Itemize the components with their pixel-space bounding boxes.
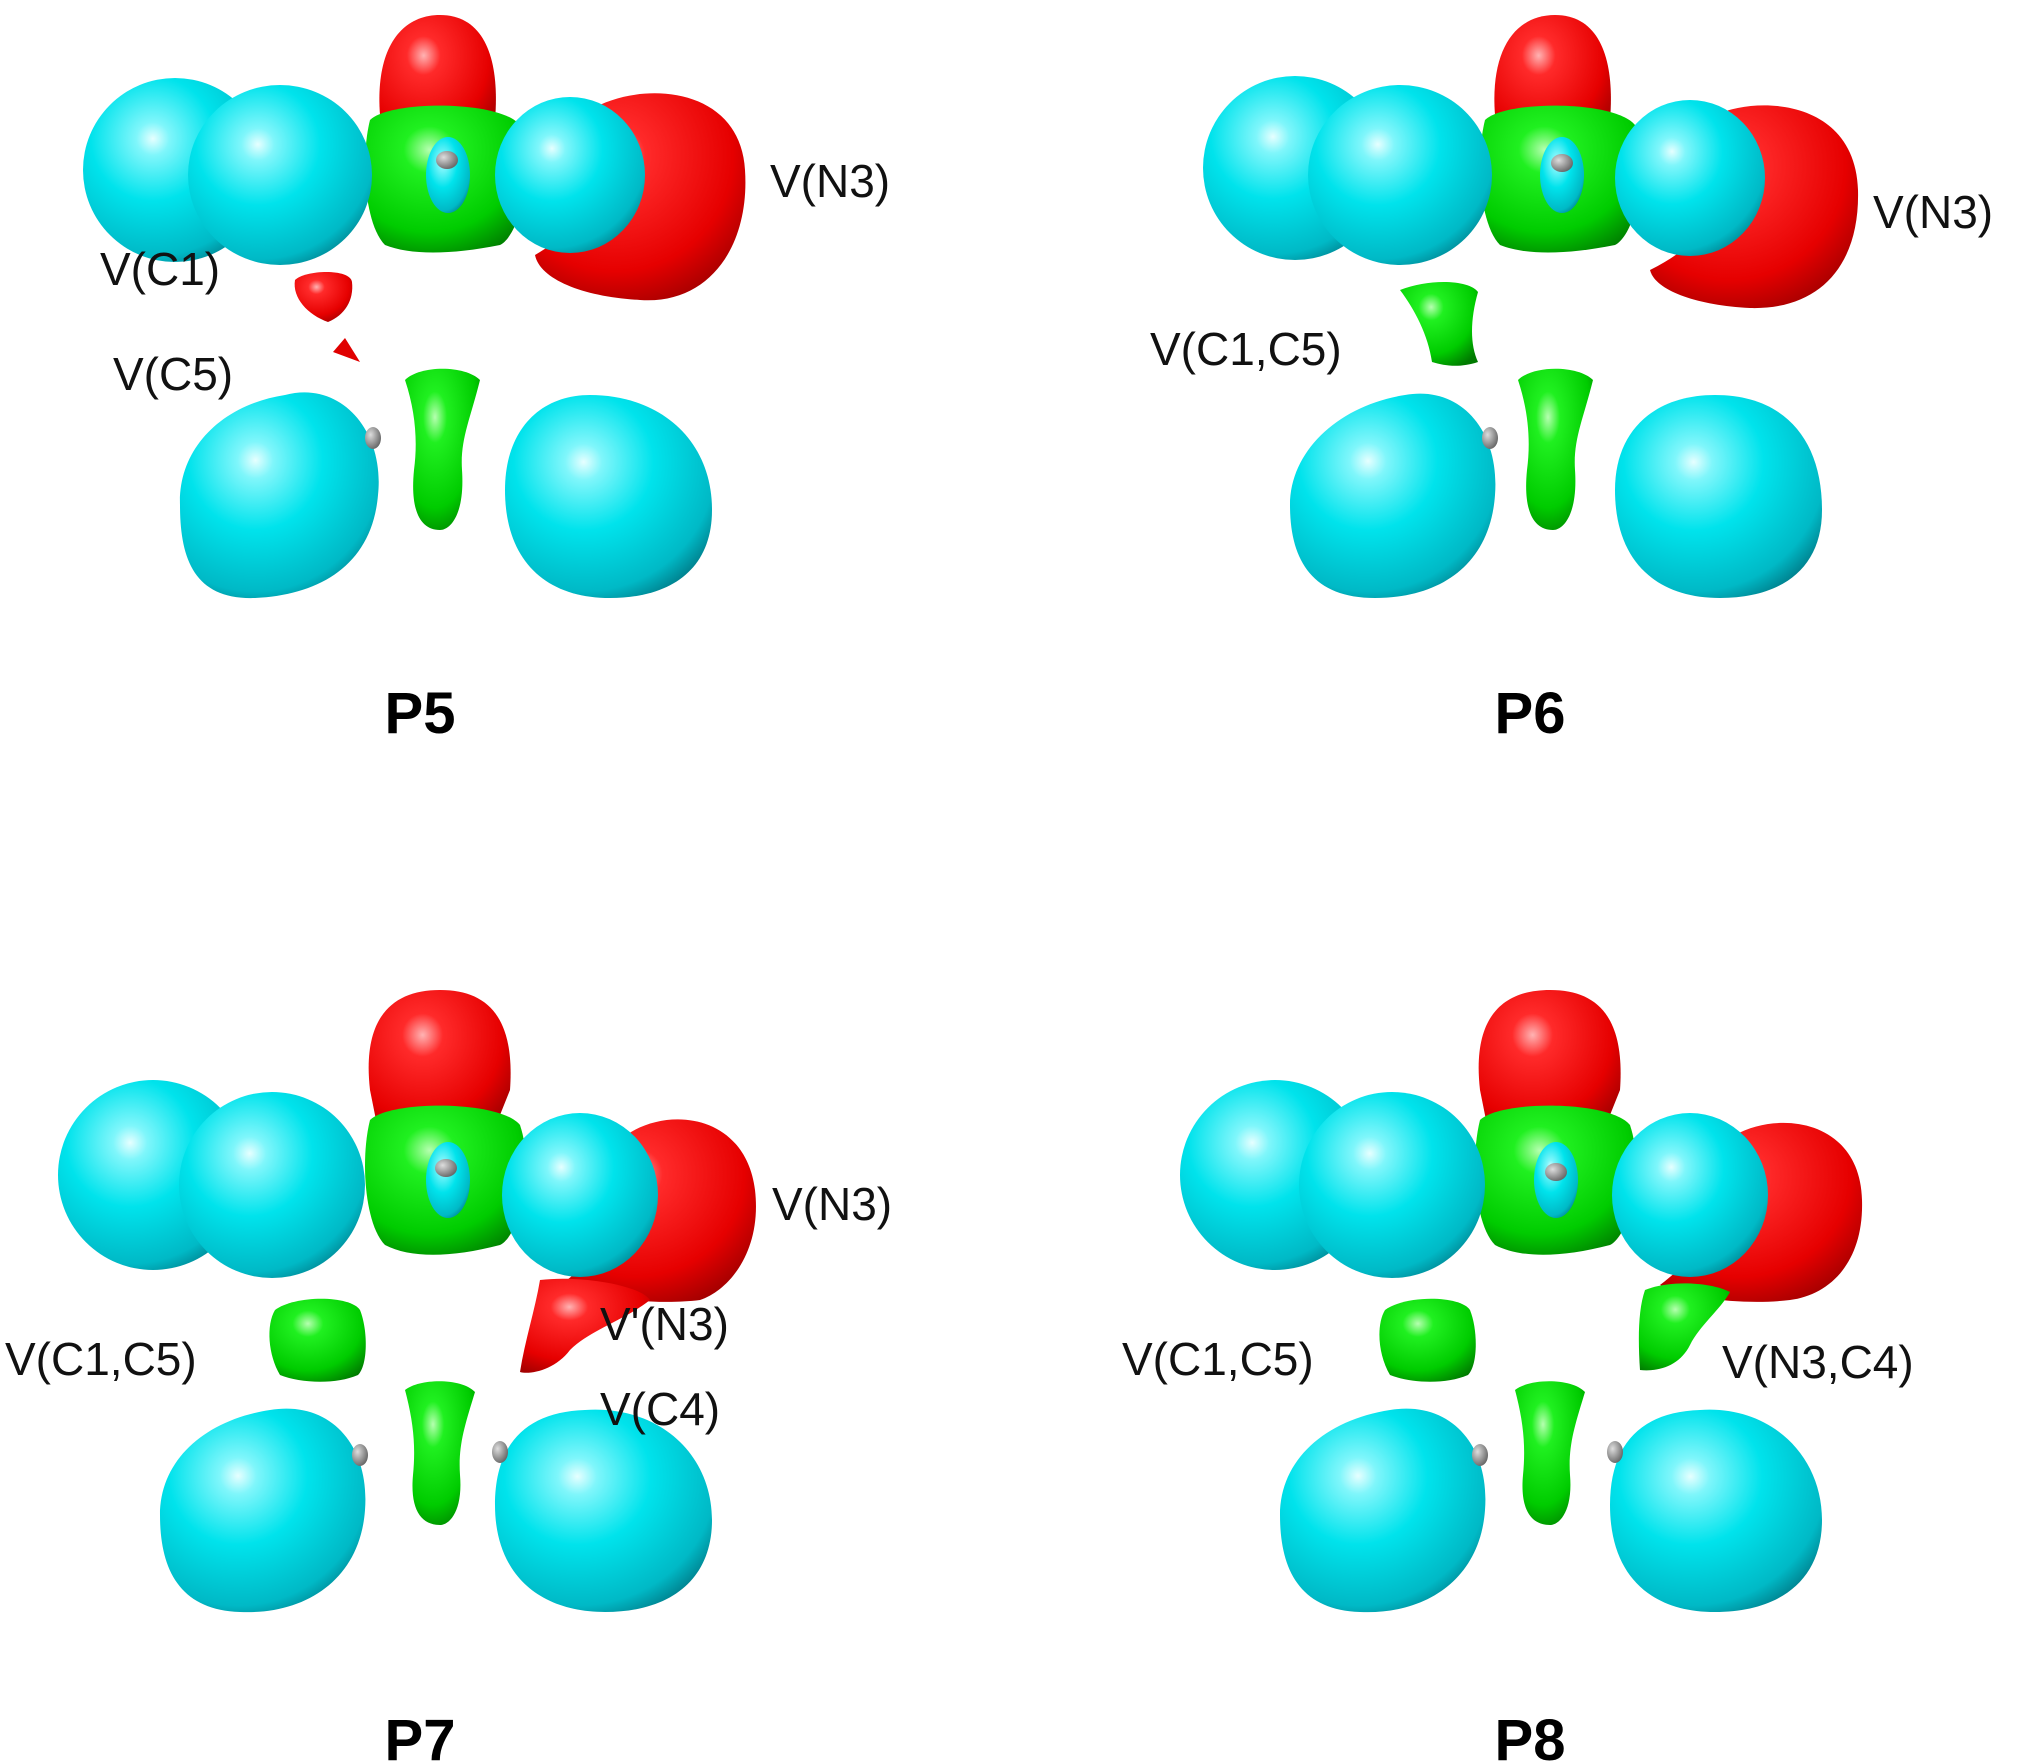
core-basin-left-inner bbox=[179, 1092, 365, 1278]
core-basin-right bbox=[1612, 1113, 1768, 1277]
basin-lower-green bbox=[405, 368, 480, 530]
label-p6-v-n3: V(N3) bbox=[1873, 186, 1993, 238]
basin-lower-green bbox=[1518, 368, 1593, 530]
label-p5-v-n3: V(N3) bbox=[770, 155, 890, 207]
basin-v-n-top bbox=[368, 990, 511, 1140]
core-basin-lower-right bbox=[1615, 395, 1822, 598]
core-basin-right bbox=[502, 1113, 658, 1277]
basin-v-prime-n3 bbox=[520, 1278, 650, 1373]
core-basin-lower-left bbox=[1290, 393, 1496, 598]
basin-v-c1-c5 bbox=[269, 1298, 366, 1382]
nucleus-dot-lower-left bbox=[365, 427, 381, 449]
core-basin-left-inner bbox=[1299, 1092, 1485, 1278]
basin-surfaces bbox=[1180, 990, 1863, 1613]
nucleus-dot bbox=[1545, 1163, 1567, 1181]
core-basin-lower-left bbox=[1280, 1408, 1486, 1613]
core-basin-left-inner bbox=[188, 85, 372, 265]
core-basin-left-inner bbox=[1308, 85, 1492, 265]
panel-title-p7: P7 bbox=[385, 1708, 456, 1764]
core-basin-lower-left bbox=[160, 1408, 366, 1613]
label-p8-v-n3-c4: V(N3,C4) bbox=[1722, 1336, 1914, 1388]
panel-p8: V(C1,C5) V(N3,C4) P8 bbox=[1122, 990, 1914, 1764]
core-basin-lower-right bbox=[1610, 1409, 1822, 1612]
core-basin-lower-right bbox=[505, 395, 712, 598]
core-basin-center bbox=[1540, 137, 1584, 213]
nucleus-dot-lower-right bbox=[492, 1441, 508, 1463]
core-basin-right bbox=[1615, 100, 1765, 256]
core-basin-lower-left bbox=[179, 392, 379, 599]
nucleus-dot bbox=[435, 1159, 457, 1177]
basin-surfaces bbox=[1203, 15, 1859, 598]
panel-p7: V(N3) V(C1,C5) V'(N3) V(C4) P7 bbox=[5, 990, 892, 1764]
core-basin-right bbox=[495, 97, 645, 253]
label-p7-v-c4: V(C4) bbox=[600, 1383, 720, 1435]
basin-v-n3-c4 bbox=[1638, 1283, 1730, 1371]
basin-surfaces bbox=[58, 990, 756, 1613]
nucleus-dot bbox=[436, 151, 458, 169]
nucleus-dot-lower-left bbox=[352, 1444, 368, 1466]
panel-title-p6: P6 bbox=[1495, 681, 1566, 746]
label-p8-v-c1-c5: V(C1,C5) bbox=[1122, 1333, 1314, 1385]
nucleus-dot bbox=[1551, 154, 1573, 172]
core-basin-center bbox=[426, 1142, 470, 1218]
basin-v-c1-c5 bbox=[1400, 281, 1478, 366]
label-p7-v-prime-n3: V'(N3) bbox=[600, 1298, 729, 1350]
basin-lower-green bbox=[1515, 1381, 1585, 1525]
panel-title-p8: P8 bbox=[1495, 1708, 1566, 1764]
basin-v-c1 bbox=[294, 272, 353, 322]
nucleus-dot-lower-right bbox=[1607, 1441, 1623, 1463]
label-p5-v-c1: V(C1) bbox=[100, 243, 220, 295]
basin-lower-green bbox=[405, 1381, 475, 1525]
label-p7-v-n3: V(N3) bbox=[772, 1178, 892, 1230]
basin-surfaces bbox=[83, 15, 746, 599]
basin-v-c1-c5 bbox=[1379, 1298, 1476, 1382]
label-p7-v-c1-c5: V(C1,C5) bbox=[5, 1333, 197, 1385]
basin-v-n-top bbox=[1478, 990, 1621, 1140]
label-p6-v-c1-c5: V(C1,C5) bbox=[1150, 323, 1342, 375]
panel-title-p5: P5 bbox=[385, 681, 456, 746]
panel-p5: V(N3) V(C1) V(C5) P5 bbox=[83, 15, 890, 746]
panel-p6: V(N3) V(C1,C5) P6 bbox=[1150, 15, 1993, 746]
core-basin-lower-right bbox=[495, 1409, 712, 1612]
nucleus-dot-lower-left bbox=[1482, 427, 1498, 449]
core-basin-center bbox=[426, 137, 470, 213]
nucleus-dot-lower-left bbox=[1472, 1444, 1488, 1466]
label-p5-v-c5: V(C5) bbox=[113, 348, 233, 400]
basin-v-c5 bbox=[333, 338, 360, 362]
